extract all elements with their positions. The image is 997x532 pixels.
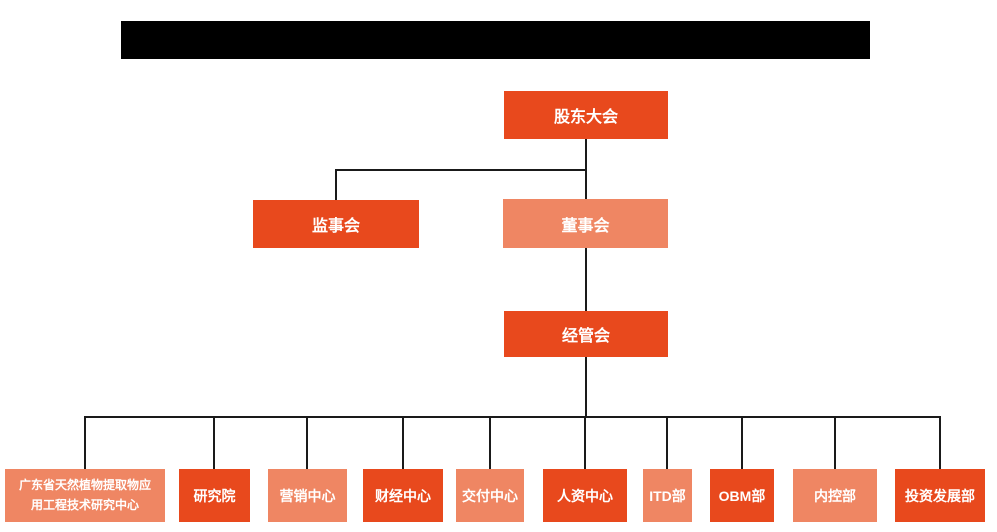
connector-to-supervisors — [335, 169, 337, 200]
node-dept-hr-center: 人资中心 — [543, 469, 627, 522]
connector-board-to-management — [585, 248, 587, 311]
node-dept-investment-development: 投资发展部 — [895, 469, 985, 522]
connector-bus-horizontal — [84, 416, 941, 418]
node-dept-finance-center: 财经中心 — [363, 469, 443, 522]
connector-drop-2 — [213, 416, 215, 469]
redacted-title-bar — [121, 21, 870, 59]
connector-drop-9 — [834, 416, 836, 469]
node-dept-itd: ITD部 — [643, 469, 692, 522]
node-management-committee: 经管会 — [504, 311, 668, 357]
node-shareholders-meeting: 股东大会 — [504, 91, 668, 139]
connector-drop-8 — [741, 416, 743, 469]
node-dept-internal-control: 内控部 — [793, 469, 877, 522]
node-dept-research-institute: 研究院 — [179, 469, 250, 522]
node-supervisory-board: 监事会 — [253, 200, 419, 248]
node-dept-research-center: 广东省天然植物提取物应 用工程技术研究中心 — [5, 469, 165, 522]
connector-branch-horizontal — [335, 169, 587, 171]
connector-drop-4 — [402, 416, 404, 469]
connector-drop-7 — [666, 416, 668, 469]
connector-drop-10 — [939, 416, 941, 469]
node-dept-obm: OBM部 — [710, 469, 774, 522]
node-dept-marketing-center: 营销中心 — [268, 469, 347, 522]
connector-management-to-bus — [585, 357, 587, 416]
node-dept-delivery-center: 交付中心 — [456, 469, 524, 522]
connector-drop-6 — [584, 416, 586, 469]
connector-drop-5 — [489, 416, 491, 469]
node-board-of-directors: 董事会 — [503, 199, 668, 248]
connector-drop-1 — [84, 416, 86, 469]
connector-drop-3 — [306, 416, 308, 469]
